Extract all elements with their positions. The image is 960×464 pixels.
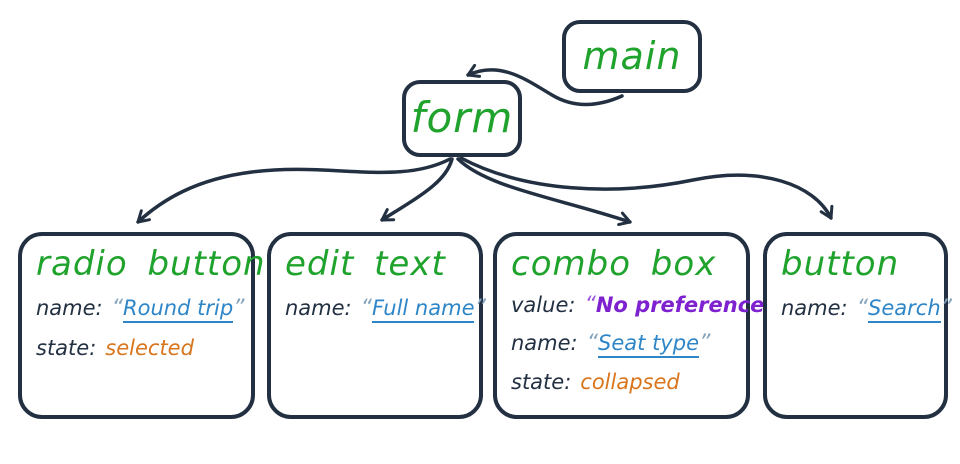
close-quote: ” [940, 295, 953, 321]
prop-label: state: [36, 336, 97, 361]
prop-label: value: [511, 292, 576, 317]
prop-label: name: [511, 331, 578, 356]
combo-box-value-row: value:“No preference” [511, 292, 776, 320]
open-quote: “ [586, 331, 599, 357]
button-name-row: name: “Search” [781, 295, 952, 323]
prop-label: state: [511, 369, 572, 394]
node-combo-box-body: value:“No preference” name:“Seat type” s… [511, 292, 776, 395]
edge-form-edit-text [380, 157, 454, 222]
radio-button-name-row: name: “Round trip” [36, 295, 245, 323]
node-combo-box-title: combo box [511, 244, 717, 284]
prop-value-name: Search [868, 295, 941, 323]
open-quote: “ [111, 295, 124, 321]
open-quote: “ [856, 295, 869, 321]
open-quote: “ [584, 292, 596, 318]
close-quote: ” [233, 295, 245, 321]
node-edit-text-body: name: “Full name” [285, 295, 486, 323]
prop-value-name: Seat type [598, 331, 699, 359]
prop-value-name: Full name [372, 295, 475, 323]
radio-button-state-row: state: selected [36, 335, 237, 361]
prop-label: name: [36, 295, 103, 320]
node-radio-button: radio button name: “Round trip” state: sel… [18, 232, 266, 419]
node-combo-box: combo box value:“No preference” name:“Se… [493, 232, 776, 419]
prop-value-name: Round trip [123, 295, 234, 323]
node-form: form [402, 80, 522, 157]
node-button-body: name: “Search” [781, 295, 952, 323]
prop-value-state: collapsed [580, 369, 680, 394]
prop-label: name: [781, 295, 848, 320]
edge-form-radio-button [136, 157, 452, 224]
node-edit-text-title: edit text [285, 244, 446, 284]
edit-text-name-row: name: “Full name” [285, 295, 486, 323]
prop-value-state: selected [105, 336, 194, 361]
node-main: main [562, 20, 702, 93]
node-button: button name: “Search” [763, 232, 952, 419]
close-quote: ” [699, 331, 711, 357]
node-main-title: main [582, 33, 682, 78]
node-form-title: form [410, 93, 514, 143]
edge-form-button [459, 156, 834, 220]
prop-label: name: [285, 295, 352, 320]
open-quote: “ [360, 295, 373, 321]
combo-box-name-row: name: “Seat type” [511, 330, 732, 359]
node-button-title: button [781, 244, 900, 284]
node-radio-button-body: name: “Round trip” state: selected [36, 295, 245, 362]
close-quote: ” [474, 295, 486, 321]
node-edit-text: edit text name: “Full name” [267, 232, 486, 419]
prop-value-value: No preference [595, 292, 765, 317]
combo-box-state-row: state: collapsed [511, 369, 732, 395]
edge-form-combo-box [456, 157, 632, 227]
node-radio-button-title: radio button [36, 244, 266, 284]
